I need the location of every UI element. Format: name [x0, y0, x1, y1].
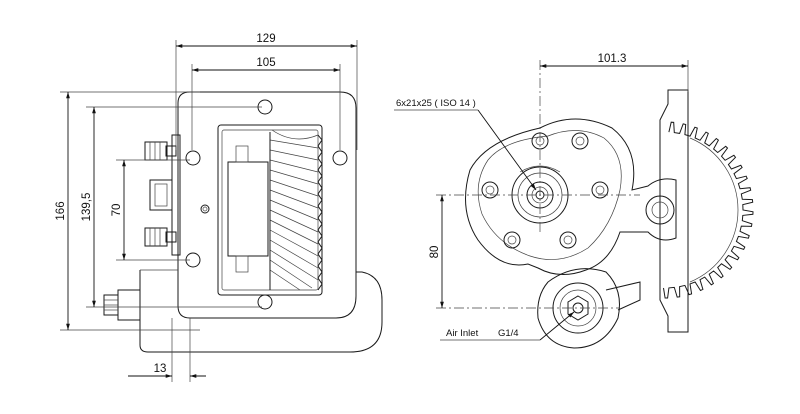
dim-overall-height: 166 — [55, 201, 67, 220]
drive-gear — [663, 121, 754, 299]
front-view: 101.3 80 6x21x25 ( ISO 14 ) Air Inlet G1… — [394, 53, 754, 349]
shaft-block — [227, 161, 269, 257]
pivot-hole — [645, 195, 675, 225]
air-inlet-label: Air Inlet — [446, 328, 479, 339]
dim-inner-spacing: 70 — [111, 204, 123, 217]
lower-body — [139, 270, 383, 353]
bolt-hole-left-upper — [185, 150, 201, 166]
dim-inner-width: 105 — [256, 57, 275, 69]
dim-hole-spacing: 139,5 — [81, 193, 93, 222]
air-fitting — [117, 289, 141, 321]
front-bolt-holes — [481, 132, 609, 249]
housing-outline — [177, 91, 357, 319]
gear-window — [217, 124, 323, 296]
shaft-spec-label: 6x21x25 ( ISO 14 ) — [396, 98, 476, 109]
dim-overall-width: 129 — [256, 33, 275, 45]
gear-teeth — [269, 129, 323, 291]
dim-center-height: 80 — [429, 246, 441, 259]
side-view: 129 105 166 139,5 70 13 — [55, 33, 383, 382]
pump-body — [465, 118, 677, 275]
studs — [144, 141, 177, 247]
mount-bracket — [659, 89, 689, 333]
thread-label: G1/4 — [498, 328, 519, 339]
dim-center-to-gear: 101.3 — [598, 53, 627, 65]
bolt-hole-right — [332, 150, 348, 166]
dim-flange-offset: 13 — [154, 363, 167, 375]
